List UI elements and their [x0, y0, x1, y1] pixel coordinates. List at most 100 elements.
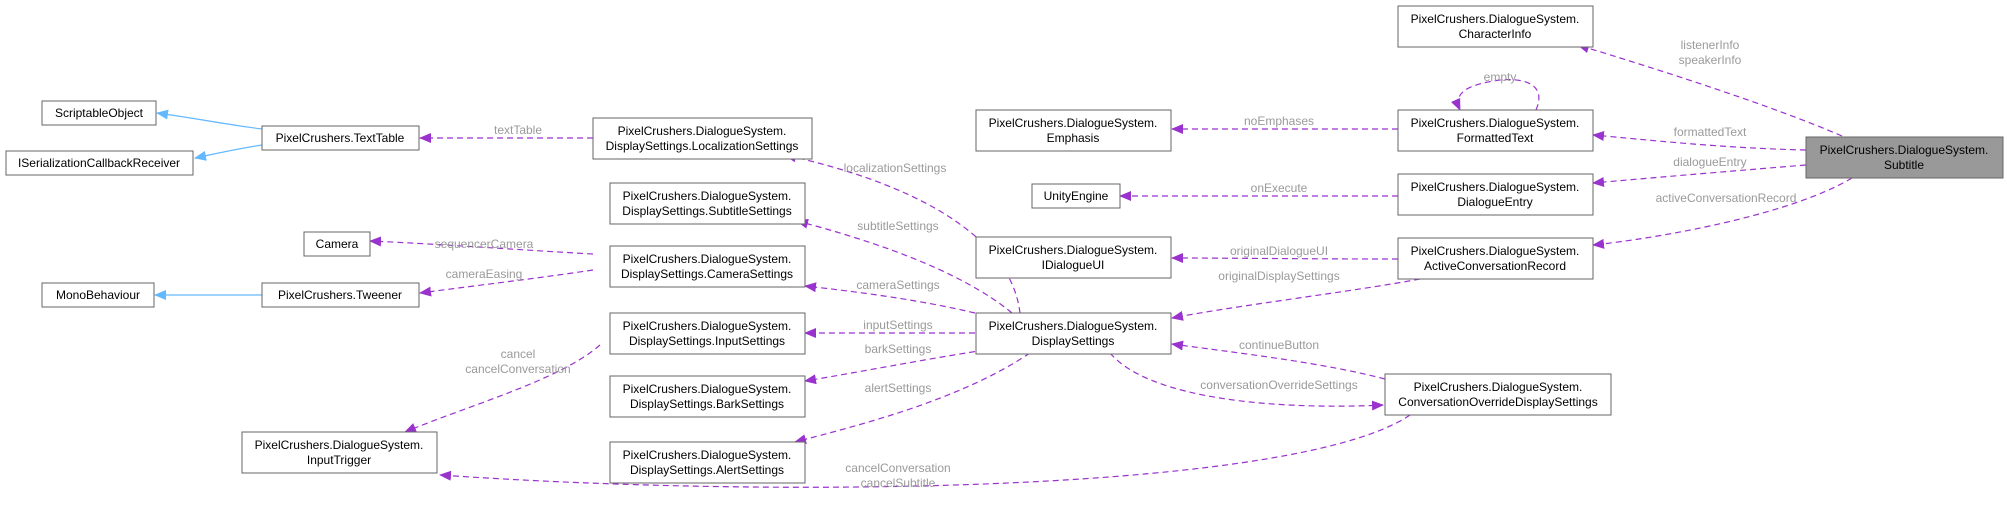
node-emphasis-line1: PixelCrushers.DialogueSystem. [989, 116, 1158, 130]
edge-alert-settings [794, 352, 1031, 445]
node-iserialization-line1: ISerializationCallbackReceiver [18, 156, 180, 170]
edge-label-text-table: textTable [494, 123, 542, 137]
edge-label-cancel: cancel [501, 347, 536, 361]
node-idialogue-ui[interactable]: PixelCrushers.DialogueSystem. IDialogueU… [975, 236, 1172, 279]
edge-dialogue-entry [1592, 164, 1807, 188]
node-input-trigger-line1: PixelCrushers.DialogueSystem. [255, 438, 424, 452]
edge-listener-speaker-info [1577, 43, 1843, 137]
node-input-settings[interactable]: PixelCrushers.DialogueSystem. DisplaySet… [609, 312, 806, 355]
edge-label-original-display-settings: originalDisplaySettings [1218, 269, 1339, 283]
edge-bark-settings [804, 349, 986, 385]
node-alert-settings-line2: DisplaySettings.AlertSettings [630, 463, 784, 477]
node-bark-settings-line1: PixelCrushers.DialogueSystem. [623, 382, 792, 396]
edge-label-alert-settings: alertSettings [865, 381, 932, 395]
edge-label-active-conversation-record: activeConversationRecord [1656, 191, 1797, 205]
node-camera-settings[interactable]: PixelCrushers.DialogueSystem. DisplaySet… [609, 245, 806, 288]
node-alert-settings[interactable]: PixelCrushers.DialogueSystem. DisplaySet… [609, 441, 806, 484]
node-subtitle-line1: PixelCrushers.DialogueSystem. [1820, 143, 1989, 157]
node-camera-settings-line2: DisplaySettings.CameraSettings [621, 267, 793, 281]
node-emphasis[interactable]: PixelCrushers.DialogueSystem. Emphasis [975, 109, 1172, 152]
node-camera[interactable]: Camera [303, 231, 371, 257]
node-active-conversation-record-line1: PixelCrushers.DialogueSystem. [1411, 244, 1580, 258]
node-display-settings-line2: DisplaySettings [1032, 334, 1115, 348]
edge-label-sequencer-camera: sequencerCamera [435, 237, 534, 251]
node-input-settings-line2: DisplaySettings.InputSettings [629, 334, 785, 348]
edge-label-camera-settings: cameraSettings [856, 278, 939, 292]
node-conversation-override-line2: ConversationOverrideDisplaySettings [1398, 395, 1597, 409]
edge-subtitle-settings [796, 218, 1013, 314]
node-localization-settings[interactable]: PixelCrushers.DialogueSystem. DisplaySet… [592, 117, 813, 160]
edge-label-empty: empty [1484, 70, 1517, 84]
node-conversation-override[interactable]: PixelCrushers.DialogueSystem. Conversati… [1384, 373, 1612, 416]
edge-label-cancel-conversation: cancelConversation [465, 362, 570, 376]
node-bark-settings[interactable]: PixelCrushers.DialogueSystem. DisplaySet… [609, 375, 806, 418]
node-tweener-line1: PixelCrushers.Tweener [278, 288, 402, 302]
edge-active-conversation-record [1592, 177, 1853, 249]
edge-label-dialogue-entry: dialogueEntry [1673, 155, 1746, 169]
node-camera-settings-line1: PixelCrushers.DialogueSystem. [623, 252, 792, 266]
node-bark-settings-line2: DisplaySettings.BarkSettings [630, 397, 784, 411]
node-scriptable-object-line1: ScriptableObject [55, 106, 144, 120]
node-dialogue-entry[interactable]: PixelCrushers.DialogueSystem. DialogueEn… [1397, 173, 1594, 216]
node-subtitle-settings[interactable]: PixelCrushers.DialogueSystem. DisplaySet… [609, 182, 806, 225]
edge-conversation-override-settings [1109, 352, 1384, 411]
node-display-settings-line1: PixelCrushers.DialogueSystem. [989, 319, 1158, 333]
edge-label-bark-settings: barkSettings [865, 342, 932, 356]
node-text-table-line1: PixelCrushers.TextTable [276, 131, 405, 145]
node-input-trigger[interactable]: PixelCrushers.DialogueSystem. InputTrigg… [241, 431, 438, 474]
edge-formatted-text [1592, 130, 1807, 151]
edge-label-input-settings: inputSettings [863, 318, 932, 332]
node-localization-settings-line1: PixelCrushers.DialogueSystem. [618, 124, 787, 138]
node-mono-behaviour-line1: MonoBehaviour [56, 288, 140, 302]
node-mono-behaviour[interactable]: MonoBehaviour [41, 282, 155, 308]
edge-label-conversation-override-settings: conversationOverrideSettings [1200, 378, 1357, 392]
edge-camera-easing [419, 269, 594, 297]
edge-label-no-emphases: noEmphases [1244, 114, 1314, 128]
node-dialogue-entry-line1: PixelCrushers.DialogueSystem. [1411, 180, 1580, 194]
edge-label-speaker-info: speakerInfo [1679, 53, 1742, 67]
node-subtitle-line2: Subtitle [1884, 158, 1924, 172]
node-camera-line1: Camera [316, 237, 359, 251]
node-character-info[interactable]: PixelCrushers.DialogueSystem. CharacterI… [1397, 5, 1594, 48]
node-input-settings-line1: PixelCrushers.DialogueSystem. [623, 319, 792, 333]
edge-continue-button [1171, 340, 1386, 380]
edge-original-display-settings [1171, 278, 1421, 321]
edge-label-on-execute: onExecute [1251, 181, 1308, 195]
node-emphasis-line2: Emphasis [1047, 131, 1100, 145]
node-unity-engine-line1: UnityEngine [1044, 189, 1109, 203]
node-text-table[interactable]: PixelCrushers.TextTable [261, 125, 420, 151]
node-subtitle-settings-line1: PixelCrushers.DialogueSystem. [623, 189, 792, 203]
node-conversation-override-line1: PixelCrushers.DialogueSystem. [1414, 380, 1583, 394]
edge-label-cancel-subtitle: cancelSubtitle [861, 476, 936, 490]
node-localization-settings-line2: DisplaySettings.LocalizationSettings [606, 139, 799, 153]
node-formatted-text-line1: PixelCrushers.DialogueSystem. [1411, 116, 1580, 130]
node-scriptable-object[interactable]: ScriptableObject [41, 100, 157, 126]
node-dialogue-entry-line2: DialogueEntry [1457, 195, 1532, 209]
node-formatted-text-line2: FormattedText [1457, 131, 1534, 145]
node-active-conversation-record-line2: ActiveConversationRecord [1424, 259, 1566, 273]
edge-label-subtitle-settings: subtitleSettings [857, 219, 938, 233]
node-formatted-text[interactable]: PixelCrushers.DialogueSystem. FormattedT… [1397, 109, 1594, 152]
node-display-settings[interactable]: PixelCrushers.DialogueSystem. DisplaySet… [975, 312, 1172, 355]
edge-cancel [404, 344, 601, 433]
edge-inherit-iserialization [194, 144, 263, 161]
edge-cancel-subtitle [439, 414, 1411, 488]
node-tweener[interactable]: PixelCrushers.Tweener [261, 282, 420, 308]
node-input-trigger-line2: InputTrigger [307, 453, 371, 467]
node-character-info-line1: PixelCrushers.DialogueSystem. [1411, 12, 1580, 26]
edge-sequencer-camera [369, 236, 594, 255]
node-character-info-line2: CharacterInfo [1459, 27, 1532, 41]
edge-label-cancel-conversation-2: cancelConversation [845, 461, 950, 475]
edge-label-camera-easing: cameraEasing [446, 267, 523, 281]
node-iserialization[interactable]: ISerializationCallbackReceiver [5, 150, 194, 176]
edge-camera-settings [804, 282, 976, 314]
edge-label-localization-settings: localizationSettings [844, 161, 947, 175]
node-subtitle[interactable]: PixelCrushers.DialogueSystem. Subtitle [1805, 136, 2004, 179]
node-idialogue-ui-line2: IDialogueUI [1042, 258, 1105, 272]
node-active-conversation-record[interactable]: PixelCrushers.DialogueSystem. ActiveConv… [1397, 237, 1594, 280]
edge-label-listener-info: listenerInfo [1681, 38, 1740, 52]
node-unity-engine[interactable]: UnityEngine [1031, 183, 1121, 209]
edge-empty-self [1450, 78, 1540, 111]
edge-label-formatted-text: formattedText [1674, 125, 1747, 139]
